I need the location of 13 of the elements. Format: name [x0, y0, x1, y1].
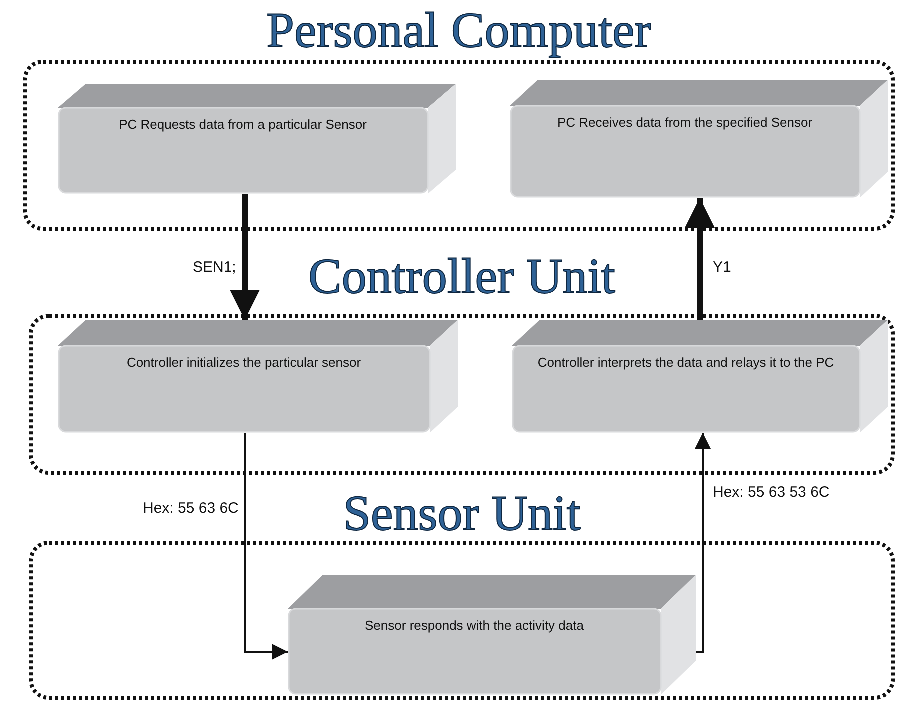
box-text: Sensor responds with the activity data: [364, 617, 585, 635]
box-text: PC Receives data from the specified Sensor: [556, 114, 814, 132]
group-heading: Controller Unit: [308, 248, 616, 304]
box-text: PC Requests data from a particular Sensor: [118, 116, 368, 134]
arrow: [230, 194, 260, 320]
box-text: Controller initializes the particular sensor: [126, 354, 362, 372]
group-heading: Sensor Unit: [343, 485, 581, 541]
arrow: [244, 433, 288, 660]
group-heading: Personal Computer: [266, 2, 652, 58]
arrow: [695, 433, 711, 653]
box-text: Controller interprets the data and relays it to the PC: [536, 354, 836, 372]
edge-label: SEN1;: [192, 259, 238, 277]
arrow: [685, 198, 715, 320]
